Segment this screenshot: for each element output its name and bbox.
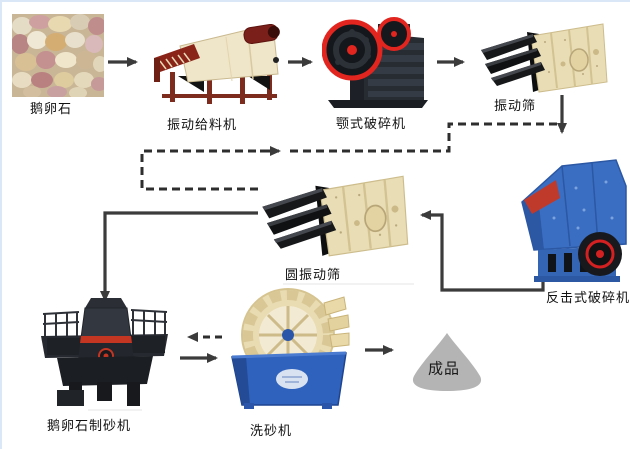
pebbles-photo (12, 14, 104, 97)
label-finished-product: 成品 (427, 360, 461, 378)
product-pile-shape (412, 333, 482, 391)
edge-recycle-dashed-1 (140, 149, 260, 191)
label-circular-vibrating-screen: 圆振动筛 (284, 267, 342, 282)
impact-crusher-illustration (521, 159, 627, 282)
label-sand-washer: 洗砂机 (249, 423, 293, 438)
label-vibrating-feeder: 振动给料机 (166, 117, 238, 132)
sand-maker-illustration (41, 298, 168, 406)
label-pebbles: 鹅卵石 (29, 101, 73, 116)
vibrating-feeder-illustration (154, 24, 280, 104)
node-vibrating-screen (479, 22, 609, 99)
sand-washer-illustration (231, 288, 350, 409)
label-sand-maker: 鹅卵石制砂机 (46, 418, 132, 433)
node-circular-vibrating-screen (260, 174, 410, 264)
node-jaw-crusher (322, 12, 434, 109)
vibrating-screen-illustration (481, 23, 608, 93)
node-impact-crusher (504, 158, 630, 288)
node-pebbles (12, 14, 104, 97)
node-sand-washer (230, 287, 350, 409)
node-finished-product (406, 330, 488, 394)
label-impact-crusher: 反击式破碎机 (545, 290, 630, 305)
label-vibrating-screen: 振动筛 (493, 98, 537, 113)
jaw-crusher-illustration (322, 17, 428, 108)
node-sand-maker (39, 292, 170, 415)
edge-recycle-dashed-2 (290, 122, 560, 153)
node-vibrating-feeder (152, 24, 282, 106)
circular-vibrating-screen-illustration (262, 175, 409, 257)
label-jaw-crusher: 颚式破碎机 (335, 116, 407, 131)
